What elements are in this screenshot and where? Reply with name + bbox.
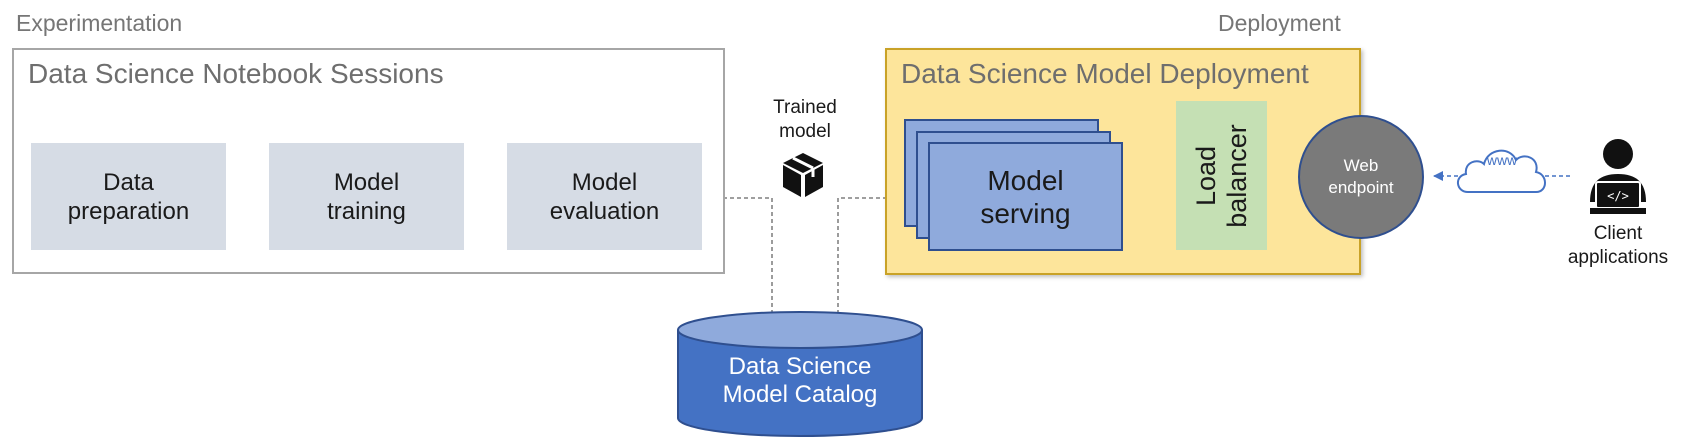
web-endpoint-line1: Web: [1343, 156, 1379, 175]
step-data-preparation: Data preparation: [31, 143, 226, 250]
section-label-deployment: Deployment: [1218, 10, 1341, 36]
load-balancer-line2: balancer: [1221, 123, 1252, 228]
model-catalog-line2: Model Catalog: [722, 381, 878, 408]
step-data-preparation-line2: preparation: [67, 197, 190, 225]
step-model-evaluation: Model evaluation: [507, 143, 702, 250]
model-serving-line2: serving: [980, 197, 1071, 229]
trained-model-line2: model: [779, 121, 831, 142]
client-applications-line1: Client: [1593, 223, 1643, 244]
load-balancer-box: Load balancer: [1176, 101, 1267, 250]
load-balancer-line1: Load: [1190, 145, 1221, 206]
client-applications-label: Client applications: [1555, 222, 1681, 270]
step-model-evaluation-line2: evaluation: [549, 197, 660, 225]
notebook-sessions-title: Data Science Notebook Sessions: [28, 58, 444, 89]
arrow-evaluation-to-catalog: [702, 197, 777, 329]
model-catalog-cylinder: [677, 311, 923, 437]
step-model-training-line1: Model: [333, 168, 400, 196]
model-serving-box: Model serving: [928, 142, 1123, 251]
client-applications-line2: applications: [1567, 247, 1669, 268]
model-deployment-title: Data Science Model Deployment: [901, 58, 1309, 89]
web-endpoint-line2: endpoint: [1328, 178, 1394, 197]
package-box-icon: [783, 153, 823, 197]
cloud-icon: [1457, 149, 1546, 193]
trained-model-label: Trained model: [755, 96, 855, 144]
model-catalog-line1: Data Science: [728, 353, 872, 380]
model-serving-line1: Model: [987, 164, 1064, 196]
web-endpoint-circle: Web endpoint: [1298, 115, 1424, 239]
step-data-preparation-line1: Data: [103, 168, 154, 196]
svg-text:</>: </>: [1607, 189, 1629, 203]
step-model-training-line2: training: [327, 197, 406, 225]
model-catalog-label: Data Science Model Catalog: [676, 353, 924, 409]
step-model-training: Model training: [269, 143, 464, 250]
internet-www-label: www: [1486, 152, 1518, 168]
developer-person-icon: </>: [1590, 139, 1646, 214]
load-balancer-label: Load balancer: [1191, 106, 1253, 246]
step-model-evaluation-line1: Model: [571, 168, 638, 196]
section-label-experimentation: Experimentation: [16, 10, 183, 36]
trained-model-line1: Trained: [773, 97, 837, 118]
